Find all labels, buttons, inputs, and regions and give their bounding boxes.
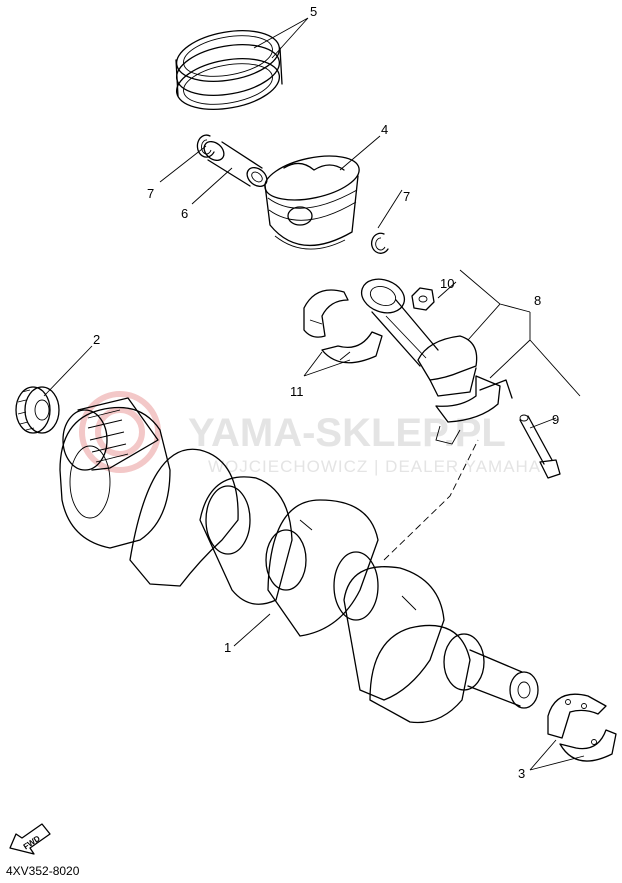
piston — [264, 155, 360, 250]
piston-rings — [175, 30, 283, 110]
callout-2: 2 — [93, 332, 100, 347]
callout-7-right: 7 — [403, 189, 410, 204]
callout-9: 9 — [552, 412, 559, 427]
rod-bearing-shells — [303, 289, 383, 364]
circlip-right — [370, 232, 389, 254]
leader-lines — [43, 17, 585, 771]
sprocket-gear — [15, 386, 60, 434]
callout-10: 10 — [440, 276, 454, 291]
connecting-rod — [360, 278, 513, 445]
rod-nut — [411, 287, 435, 311]
circlip-left — [196, 134, 215, 158]
crank-bearing-shells — [547, 693, 617, 762]
callout-1: 1 — [224, 640, 231, 655]
callout-4: 4 — [381, 122, 388, 137]
piston-pin — [203, 140, 268, 188]
crankshaft — [59, 397, 539, 724]
assembly-dash-line — [383, 439, 479, 561]
watermark-tagline: WOJCIECHOWICZ | DEALER YAMAHA — [208, 457, 541, 476]
callout-8: 8 — [534, 293, 541, 308]
rod-bolt — [519, 414, 561, 479]
callouts: 5 4 7 6 7 10 8 9 11 2 1 3 — [93, 4, 559, 781]
fwd-arrow-icon: FWD — [9, 823, 51, 855]
callout-7-left: 7 — [147, 186, 154, 201]
diagram-code: 4XV352-8020 — [6, 864, 80, 878]
callout-3: 3 — [518, 766, 525, 781]
callout-6: 6 — [181, 206, 188, 221]
callout-5: 5 — [310, 4, 317, 19]
callout-11: 11 — [290, 384, 304, 399]
watermark: YAMA-SKLEP.PL WOJCIECHOWICZ | DEALER YAM… — [79, 391, 541, 476]
watermark-brand: YAMA-SKLEP.PL — [188, 411, 506, 455]
watermark-logo — [79, 391, 161, 473]
